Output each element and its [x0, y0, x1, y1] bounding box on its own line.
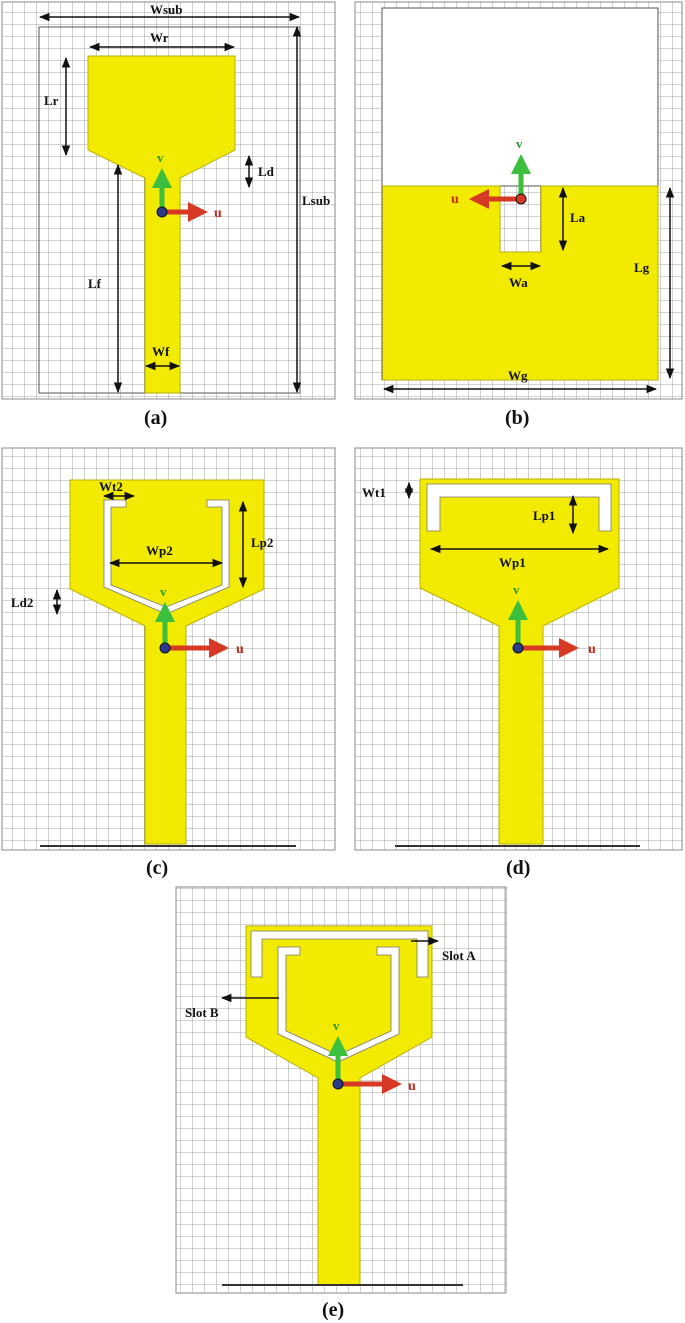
caption-d: (d)	[506, 857, 530, 879]
label-la: La	[570, 210, 586, 225]
origin-marker	[159, 642, 171, 654]
origin-marker	[512, 642, 524, 654]
label-lp1: Lp1	[533, 508, 555, 523]
axis-label-v: v	[513, 582, 520, 597]
axis-label-u: u	[236, 642, 244, 657]
caption-a: (a)	[144, 407, 167, 429]
caption-e: (e)	[322, 1299, 344, 1321]
label-wr: Wr	[150, 30, 169, 45]
panel-a: Wsub Wr Lr Ld Lsub Lf Wf u v (a)	[1, 1, 336, 429]
axis-label-v: v	[516, 136, 523, 151]
panel-c: Wt2 Wp2 Lp2 Ld2 u v (c)	[1, 447, 336, 879]
panel-d: Wt1 Lp1 Wp1 u v (d)	[354, 447, 683, 879]
origin-marker	[332, 1078, 344, 1090]
label-wa: Wa	[509, 275, 528, 290]
label-lsub: Lsub	[302, 193, 330, 208]
label-lg: Lg	[634, 260, 650, 275]
label-ld2: Ld2	[11, 595, 33, 610]
slot-a	[426, 483, 612, 532]
label-ld: Ld	[258, 164, 275, 179]
uv-axes: u v	[155, 584, 244, 658]
axis-label-v: v	[333, 1018, 340, 1033]
caption-c: (c)	[146, 857, 168, 879]
axis-label-u: u	[588, 642, 596, 657]
label-lf: Lf	[88, 276, 102, 291]
axis-label-v: v	[160, 584, 167, 599]
radiating-patch	[419, 478, 620, 845]
axis-label-u: u	[214, 206, 222, 221]
slot-b	[103, 499, 230, 615]
uv-axes: u v	[508, 582, 596, 658]
label-wf: Wf	[152, 344, 170, 359]
axis-label-u: u	[408, 1079, 416, 1094]
uv-axes: u v	[328, 1018, 416, 1094]
slot-b	[277, 946, 400, 1063]
axis-label-v: v	[157, 150, 164, 165]
caption-b: (b)	[505, 407, 529, 429]
label-wp1: Wp1	[499, 555, 526, 570]
label-lp2: Lp2	[251, 535, 273, 550]
label-wt2: Wt2	[99, 479, 123, 494]
label-wt1: Wt1	[362, 485, 386, 500]
label-wp2: Wp2	[146, 543, 173, 558]
panel-b: La Wa Lg Wg u v (b)	[354, 1, 683, 429]
ground-plane	[381, 185, 659, 381]
label-lr: Lr	[44, 93, 59, 108]
uv-axes: u v	[451, 136, 531, 209]
label-wsub: Wsub	[150, 2, 183, 17]
origin-marker	[515, 193, 527, 205]
axis-label-u: u	[451, 192, 459, 207]
label-slot-b: Slot B	[185, 1005, 219, 1020]
radiating-patch	[69, 479, 265, 845]
label-slot-a: Slot A	[442, 948, 476, 963]
radiating-patch	[87, 55, 236, 394]
origin-marker	[156, 206, 168, 218]
uv-axes: u v	[152, 150, 222, 222]
slot-a	[250, 930, 429, 978]
panel-e: Slot A Slot B u v (e)	[175, 886, 507, 1321]
label-wg: Wg	[508, 368, 528, 383]
